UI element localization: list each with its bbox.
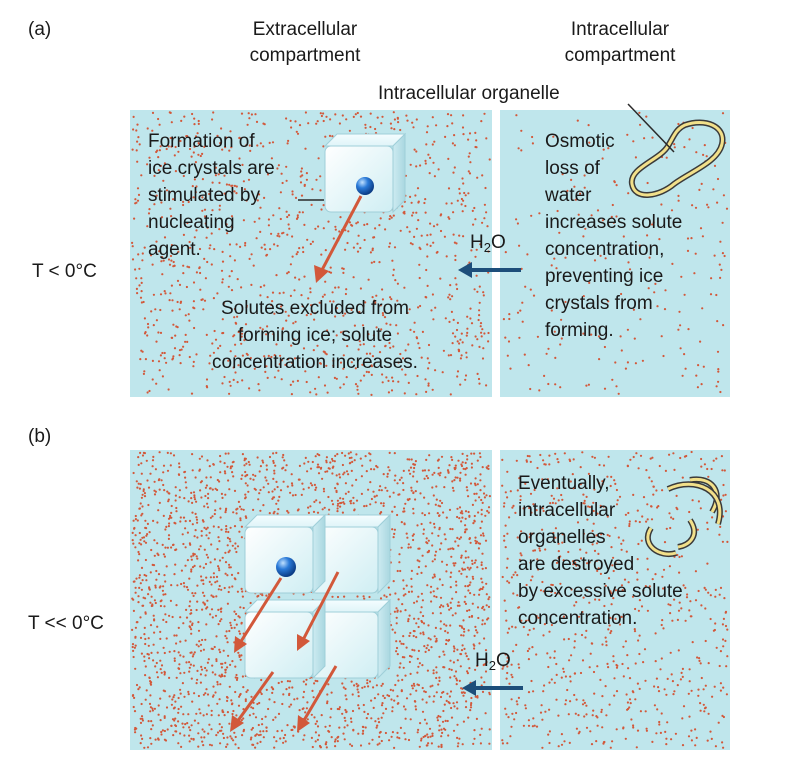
eventual-line3: organelles	[518, 527, 606, 548]
panel-b-extracellular	[130, 450, 492, 750]
solutes-line1: Solutes excluded from	[221, 298, 409, 319]
osmotic-line5: concentration,	[545, 239, 665, 260]
eventual-line4: are destroyed	[518, 554, 635, 575]
solutes-line3: concentration increases.	[212, 352, 418, 373]
osmotic-line4: increases solute	[545, 212, 683, 233]
osmotic-line1: Osmotic	[545, 131, 615, 152]
water-label-a: H2O	[470, 232, 506, 255]
intracellular-header-line1: Intracellular	[570, 19, 670, 40]
temperature-b: T << 0°C	[28, 613, 104, 634]
extracellular-header-line1: Extracellular	[252, 19, 358, 40]
solutes-line2: forming ice; solute	[237, 325, 393, 346]
organelle-label: Intracellular organelle	[378, 83, 560, 104]
eventual-line5: by excessive solute	[518, 581, 683, 602]
eventual-line2: intracellular	[518, 500, 616, 521]
nucleation-line5: agent.	[148, 239, 201, 260]
osmotic-line6: preventing ice	[545, 266, 664, 287]
nucleation-line4: nucleating	[148, 212, 235, 233]
osmotic-line8: forming.	[545, 320, 614, 341]
nucleation-line3: stimulated by	[148, 185, 260, 206]
temperature-a: T < 0°C	[32, 261, 97, 282]
osmotic-line3: water	[545, 185, 592, 206]
water-label-b: H2O	[475, 650, 511, 673]
eventual-line1: Eventually,	[518, 473, 610, 494]
part-a-label: (a)	[28, 19, 52, 40]
eventual-line6: concentration.	[518, 608, 638, 629]
panel-a-extracellular	[130, 110, 492, 397]
part-b-label: (b)	[28, 426, 52, 447]
nucleation-line1: Formation of	[148, 131, 255, 152]
osmotic-line7: crystals from	[545, 293, 653, 314]
nucleation-line2: ice crystals are	[148, 158, 275, 179]
extracellular-header-line2: compartment	[249, 45, 361, 66]
intracellular-header-line2: compartment	[564, 45, 676, 66]
osmotic-line2: loss of	[545, 158, 600, 179]
